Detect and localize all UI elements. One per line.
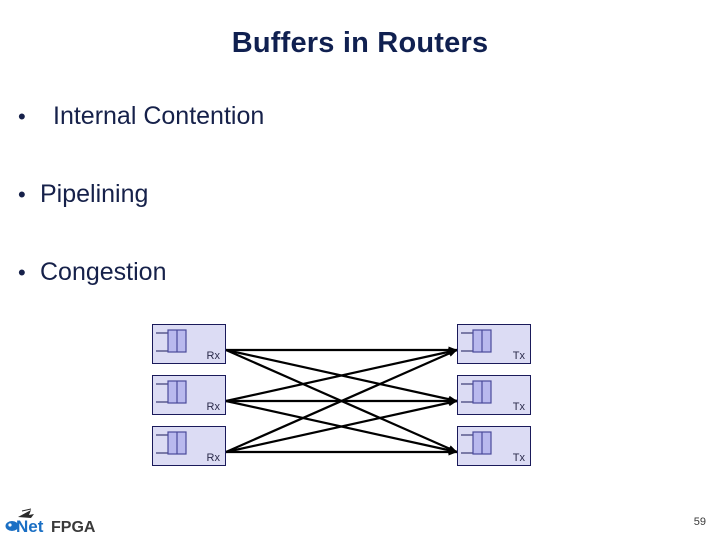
bullet-label: Internal Contention — [53, 102, 265, 130]
port-label: Rx — [206, 401, 220, 413]
buffer-icon — [156, 329, 187, 353]
bullet-label: Congestion — [40, 258, 167, 286]
buffer-icon — [156, 380, 187, 404]
page-title: Buffers in Routers — [231, 27, 489, 59]
port-label: Rx — [206, 350, 220, 362]
tx-port-box-3[interactable]: Tx — [457, 426, 531, 466]
rx-port-box-1[interactable]: Rx — [152, 324, 226, 364]
netfpga-logo: Net FPGA — [5, 508, 96, 536]
port-label: Tx — [512, 452, 525, 464]
buffer-icon — [461, 431, 492, 455]
buffer-icon — [156, 431, 187, 455]
mesh-link — [225, 348, 458, 454]
rx-port-box-3[interactable]: Rx — [152, 426, 226, 466]
logo-eye-icon — [5, 521, 19, 531]
buffer-icon — [461, 329, 492, 353]
page-number: 59 — [693, 516, 706, 528]
bullet-item-pipelining: • Pipelining — [18, 180, 148, 209]
logo-swoosh-icon — [18, 510, 34, 518]
bullet-marker-icon: • — [18, 260, 26, 285]
port-label: Rx — [206, 452, 220, 464]
mesh-links-layer — [225, 346, 458, 456]
bullet-marker-icon: • — [18, 182, 26, 207]
bullet-label: Pipelining — [40, 180, 149, 208]
mesh-link — [225, 348, 458, 403]
logo-text-net: Net — [16, 517, 44, 536]
bullet-marker-icon: • — [18, 104, 26, 129]
tx-port-box-1[interactable]: Tx — [457, 324, 531, 364]
logo-text-fpga: FPGA — [51, 519, 96, 536]
rx-port-box-2[interactable]: Rx — [152, 375, 226, 415]
tx-port-box-2[interactable]: Tx — [457, 375, 531, 415]
bullet-item-internal-contention: • Internal Contention — [18, 102, 264, 131]
bullet-item-congestion: • Congestion — [18, 258, 166, 287]
port-label: Tx — [512, 401, 525, 413]
mesh-link-group — [225, 346, 458, 456]
crossbar-mesh-diagram: Rx Rx Rx — [140, 315, 550, 485]
buffer-icon — [461, 380, 492, 404]
port-label: Tx — [512, 350, 525, 362]
mesh-link — [225, 399, 458, 454]
